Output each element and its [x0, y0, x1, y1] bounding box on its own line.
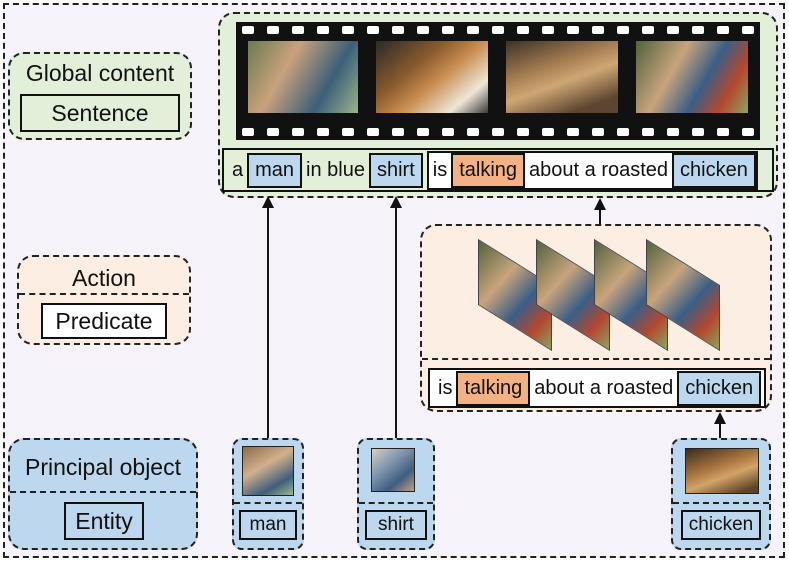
- sentence-word-a: a: [232, 158, 244, 181]
- legend-sentence-box: Sentence: [20, 94, 180, 132]
- film-sprocket-bottom: [236, 128, 760, 136]
- entity-box-man: man: [232, 438, 304, 550]
- predicate-entity-chicken: chicken: [677, 370, 762, 406]
- sentence-word-about: about a roasted: [529, 158, 669, 181]
- sentence-entity-man: man: [247, 152, 303, 188]
- legend-principal-title: Principal object: [25, 454, 181, 480]
- arrow-action-shaft: [599, 208, 601, 224]
- video-frame-2: [376, 41, 488, 113]
- legend-predicate-box: Predicate: [41, 303, 167, 339]
- video-frame-1: [248, 41, 358, 113]
- entity-thumb-chicken: [685, 448, 759, 494]
- entity-label-shirt: shirt: [365, 510, 427, 540]
- video-frame-4: [636, 41, 748, 113]
- legend-action-divider: [19, 293, 189, 295]
- global-sentence: a man in blue shirt is talking about a r…: [222, 148, 774, 192]
- arrow-shirt-shaft: [395, 206, 397, 438]
- arrow-chicken-shaft: [719, 422, 721, 438]
- legend-action: Action Predicate: [17, 255, 191, 345]
- arrow-man-shaft: [267, 206, 269, 438]
- entity-label-man: man: [239, 510, 297, 540]
- legend-global-title: Global content: [25, 60, 175, 86]
- predicate-word-about: about a roasted: [534, 376, 674, 399]
- arrow-man-head: [262, 196, 274, 208]
- sentence-entity-chicken: chicken: [672, 152, 756, 188]
- entity-box-shirt: shirt: [357, 438, 435, 550]
- sentence-word-in-blue: in blue: [306, 158, 365, 181]
- legend-global-content: Global content Sentence: [8, 52, 192, 140]
- action-panel: is talking about a roasted chicken: [420, 224, 772, 412]
- entity-divider-shirt: [359, 502, 433, 504]
- predicate-verb-talking: talking: [456, 370, 531, 406]
- arrow-chicken-head: [714, 412, 726, 424]
- arrow-action-head: [594, 198, 606, 210]
- predicate-sentence: is talking about a roasted chicken: [428, 368, 766, 408]
- film-strip: [236, 22, 760, 140]
- film-sprocket-top: [236, 26, 760, 34]
- legend-principal-divider: [10, 491, 196, 493]
- legend-principal-object: Principal object Entity: [8, 438, 198, 550]
- predicate-word-is: is: [438, 376, 453, 399]
- sentence-entity-shirt: shirt: [368, 152, 423, 188]
- legend-entity-box: Entity: [64, 502, 144, 540]
- sentence-predicate-group: is talking about a roasted chicken: [426, 150, 758, 190]
- entity-box-chicken: chicken: [671, 438, 771, 550]
- action-divider: [422, 358, 770, 360]
- video-frame-3: [506, 41, 618, 113]
- entity-divider-man: [234, 502, 302, 504]
- sentence-verb-talking: talking: [451, 152, 526, 188]
- entity-label-chicken: chicken: [681, 510, 761, 540]
- entity-divider-chicken: [673, 502, 769, 504]
- entity-thumb-shirt: [371, 448, 415, 492]
- arrow-shirt-head: [390, 196, 402, 208]
- legend-action-title: Action: [72, 265, 136, 291]
- global-content-panel: a man in blue shirt is talking about a r…: [218, 12, 778, 198]
- entity-thumb-man: [242, 446, 294, 496]
- sentence-word-is: is: [432, 158, 448, 181]
